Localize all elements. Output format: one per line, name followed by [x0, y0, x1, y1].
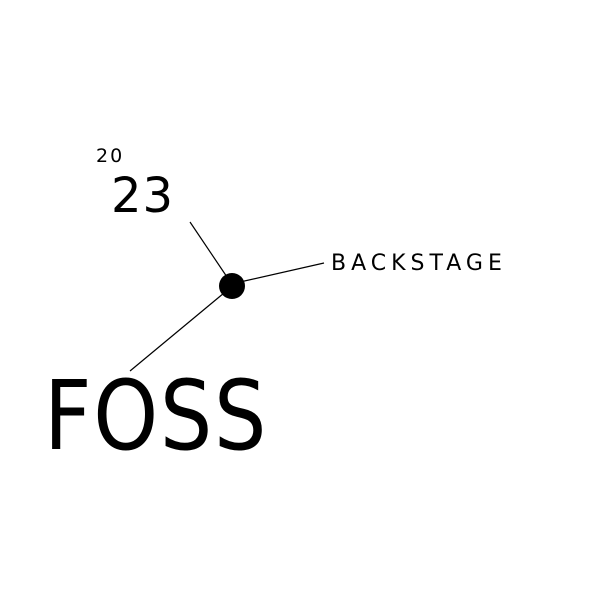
tagline-backstage: BACKSTAGE	[331, 251, 507, 276]
connector-line-backstage	[239, 262, 325, 283]
wordmark-foss: FOSS	[44, 360, 269, 472]
hub-dot	[219, 273, 245, 299]
connector-line-year	[189, 221, 228, 278]
connector-line-foss	[129, 292, 225, 372]
year-prefix: 20	[96, 145, 125, 167]
year-suffix: 23	[111, 168, 175, 224]
